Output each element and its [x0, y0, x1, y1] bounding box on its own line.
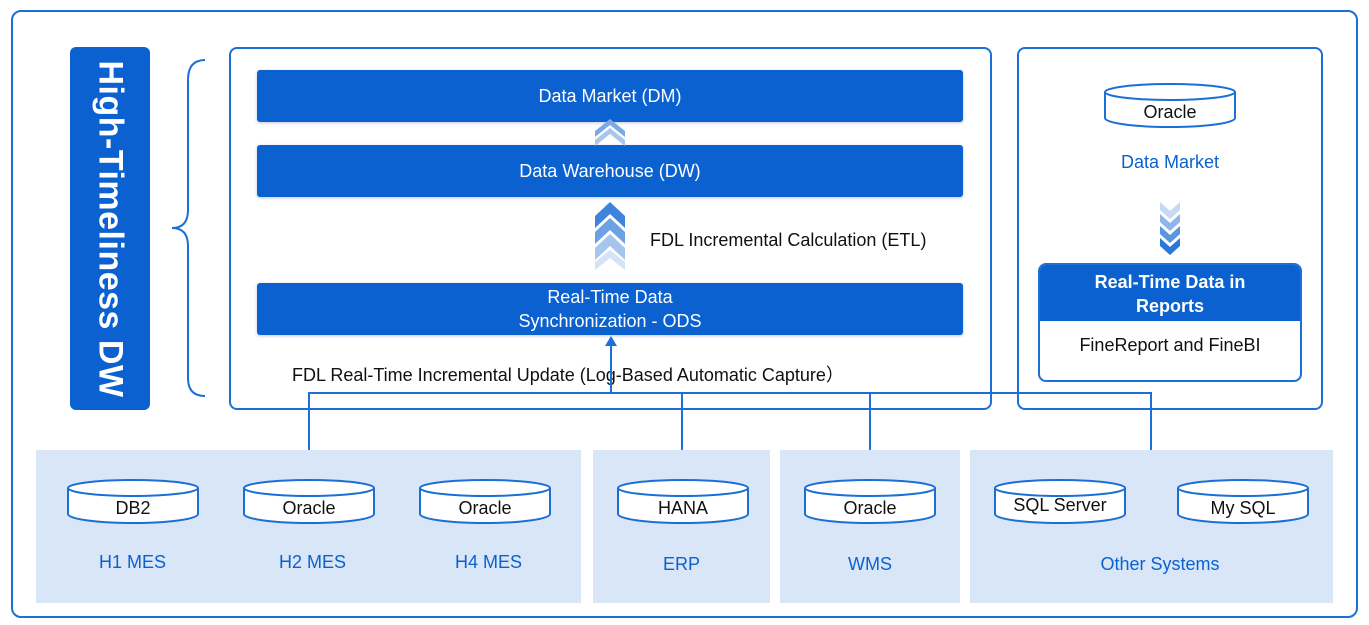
oracle-db-icon: Oracle: [242, 478, 376, 524]
h1-mes-label: H1 MES: [98, 552, 167, 572]
report-box: Real-Time Data in Reports FineReport and…: [1038, 263, 1302, 382]
sync-label: FDL Real-Time Incremental Update (Log-Ba…: [292, 365, 844, 385]
other-group: [970, 450, 1333, 603]
data-warehouse-layer: Data Warehouse (DW): [257, 145, 963, 197]
outer-frame: [11, 10, 1358, 618]
oracle-db-icon: Oracle: [1103, 82, 1237, 128]
hana-db-icon: HANA: [616, 478, 750, 524]
other-systems-label: Other Systems: [1100, 554, 1220, 574]
ods-layer: Real-Time Data Synchronization - ODS: [257, 283, 963, 335]
report-header: Real-Time Data in Reports: [1040, 265, 1300, 321]
ods-layer-label-1: Real-Time Data: [547, 287, 673, 307]
db2-db-icon: DB2: [66, 478, 200, 524]
diagram-title: High-Timeliness DW: [91, 59, 130, 398]
title-banner: High-Timeliness DW: [70, 47, 150, 410]
erp-db-label: HANA: [657, 498, 708, 518]
h4-db-label: Oracle: [458, 498, 512, 518]
wms-label: WMS: [848, 554, 892, 574]
mysql-label: My SQL: [1210, 498, 1276, 518]
sql-server-db-icon: SQL Server: [993, 478, 1127, 524]
erp-label: ERP: [662, 554, 700, 574]
mysql-db-icon: My SQL: [1176, 478, 1310, 524]
wms-group: [780, 450, 960, 603]
report-db-label: Oracle: [1143, 102, 1197, 122]
oracle-db-icon: Oracle: [803, 478, 937, 524]
h4-mes-label: H4 MES: [454, 552, 523, 572]
erp-group: [593, 450, 770, 603]
ods-layer-label-2: Synchronization - ODS: [518, 311, 702, 331]
data-warehouse-layer-label: Data Warehouse (DW): [519, 160, 701, 181]
data-market-layer-label: Data Market (DM): [538, 85, 682, 106]
report-title-line-1: Real-Time Data in: [1094, 272, 1246, 292]
wms-db-label: Oracle: [843, 498, 897, 518]
h1-db-label: DB2: [115, 498, 151, 518]
h2-mes-label: H2 MES: [278, 552, 347, 572]
report-tools-label: FineReport and FineBI: [1079, 335, 1261, 355]
oracle-db-icon: Oracle: [418, 478, 552, 524]
mes-group: [36, 450, 581, 603]
sql-server-label: SQL Server: [1013, 495, 1107, 515]
etl-label: FDL Incremental Calculation (ETL): [650, 230, 927, 250]
right-data-market-label: Data Market: [1120, 152, 1220, 172]
data-market-layer: Data Market (DM): [257, 70, 963, 122]
report-title-line-2: Reports: [1135, 296, 1204, 316]
h2-db-label: Oracle: [282, 498, 336, 518]
